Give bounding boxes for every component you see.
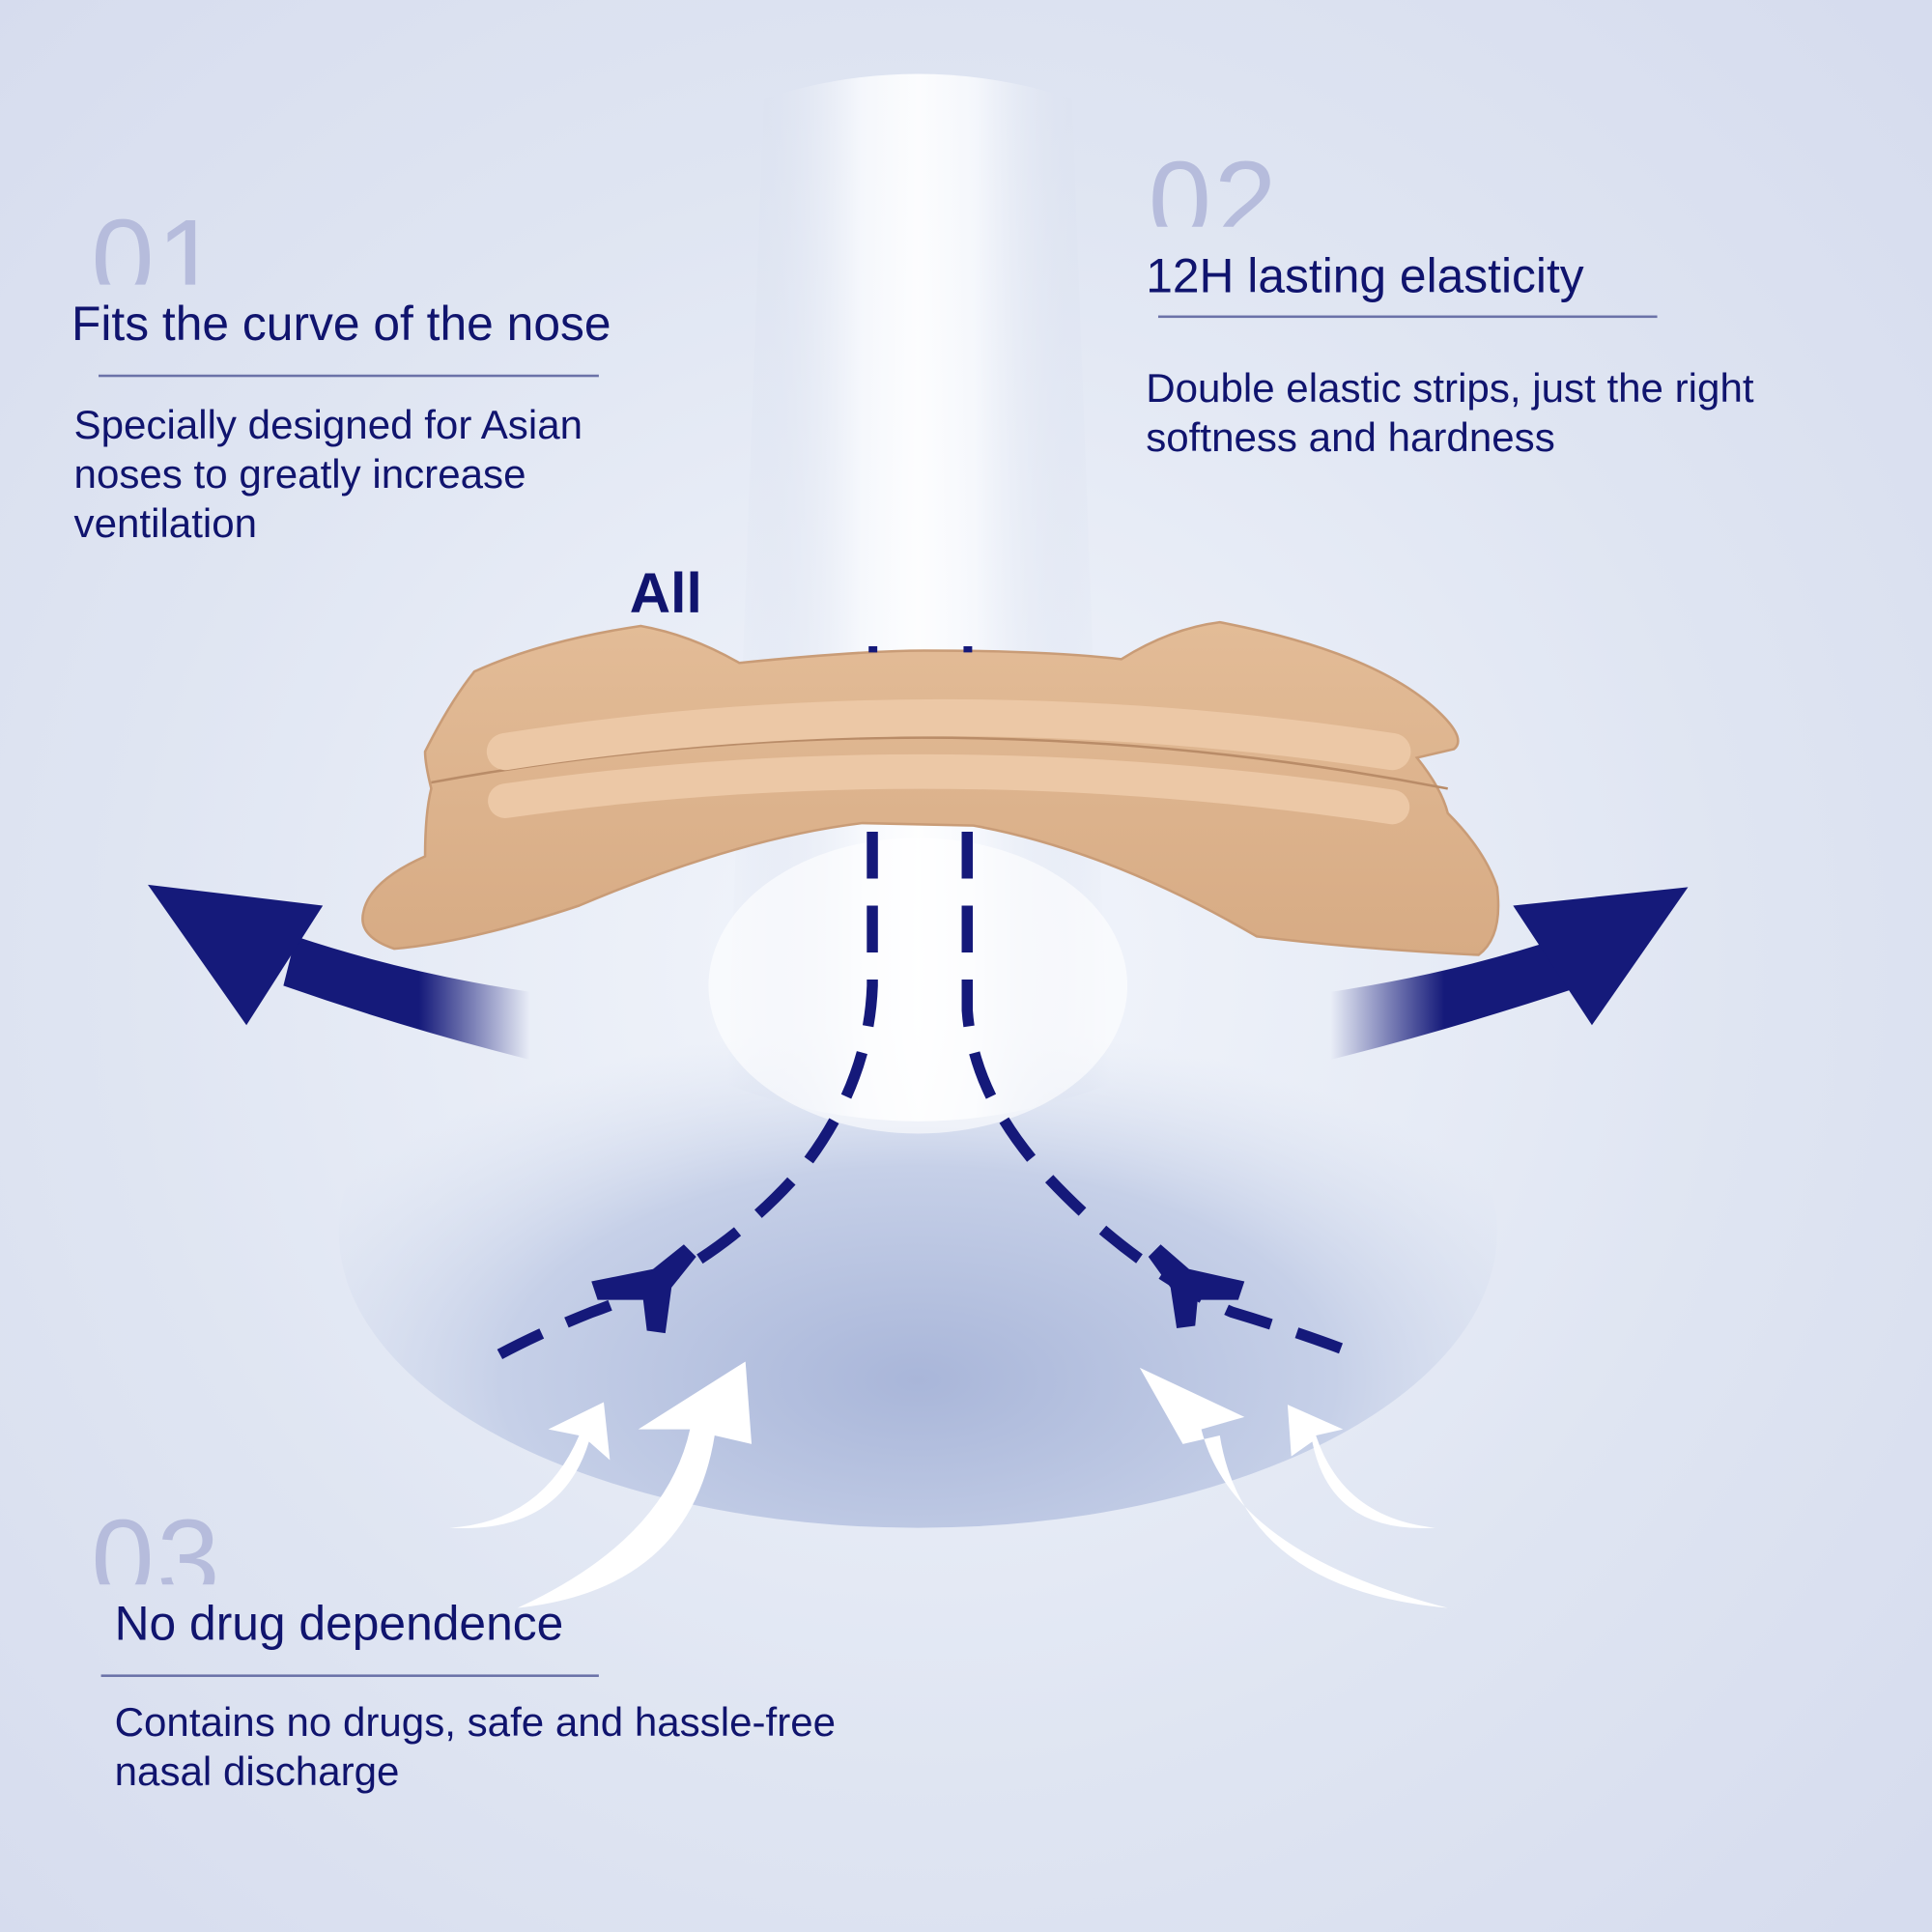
airplane-icon — [591, 1244, 696, 1334]
feature-title: Fits the curve of the nose — [71, 298, 611, 352]
nasal-strip — [361, 620, 1500, 956]
label-all: All — [629, 560, 702, 625]
airflow-out-arrow-left — [148, 884, 530, 1060]
divider — [99, 374, 599, 378]
airplane-icon — [1148, 1244, 1245, 1328]
airflow-dashed-lines — [483, 831, 1346, 1367]
feature-number: 02 — [1148, 145, 1280, 227]
feature-description: Contains no drugs, safe and hassle-free … — [114, 1698, 837, 1795]
airflow-in-arrows — [449, 1361, 1448, 1608]
feature-title: 12H lasting elasticity — [1146, 249, 1584, 303]
feature-number: 01 — [91, 203, 223, 285]
feature-title: No drug dependence — [114, 1598, 564, 1652]
nose-tip-shading — [338, 936, 1497, 1528]
divider — [100, 1674, 599, 1677]
feature-description: Specially designed for Asian noses to gr… — [73, 401, 583, 547]
feature-number: 03 — [91, 1503, 223, 1585]
feature-description: Double elastic strips, just the right so… — [1146, 364, 1754, 460]
divider — [1157, 315, 1658, 319]
airflow-out-arrow-right — [1330, 887, 1689, 1060]
